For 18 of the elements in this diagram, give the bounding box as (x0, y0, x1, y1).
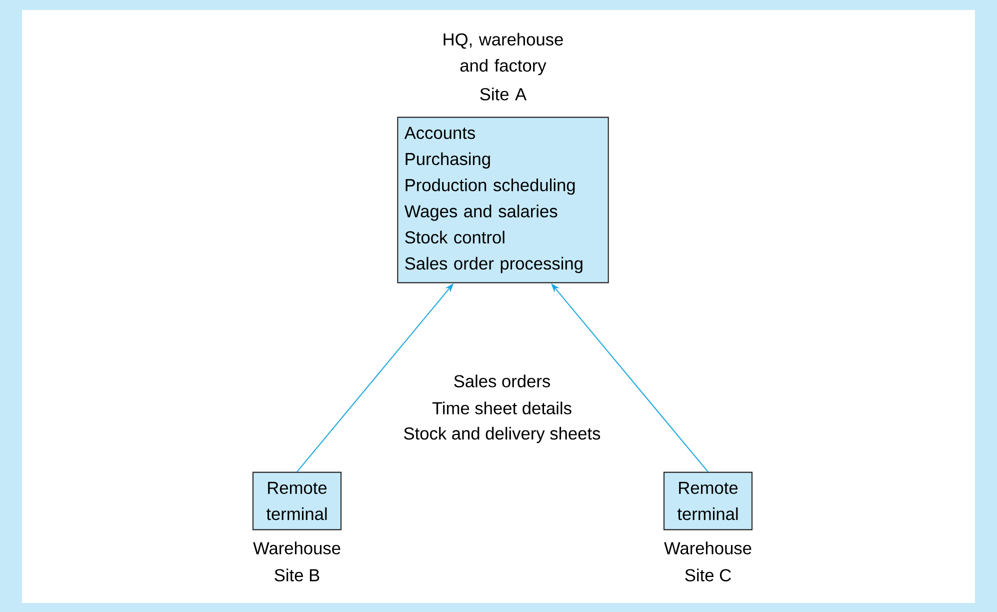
site-label: Warehouse (253, 542, 340, 554)
node-label: Sales order processing (405, 256, 582, 274)
process-box: Accounts Purchasing Production scheduling Wages and salaries Stock control Sales order processing (397, 116, 609, 284)
site-label: Site B (274, 568, 320, 582)
node-label: Production scheduling (406, 178, 575, 195)
node-label: Wages and salaries (404, 204, 558, 221)
flow-note: Time sheet details (432, 402, 572, 414)
site-label: HQ, warehouse and factory (444, 32, 563, 76)
site-label: Warehouse (664, 542, 752, 554)
flow-note: Stock and delivery sheets (404, 426, 600, 444)
node-label: Purchasing (406, 152, 490, 169)
node-label: Stock control (405, 230, 504, 244)
flow-note: Sales orders (454, 374, 550, 388)
node-label: Accounts (404, 126, 476, 140)
site-label: Site C (685, 568, 731, 582)
terminal-box: Remote terminal (252, 472, 342, 530)
terminal-box: Remote terminal (663, 472, 753, 530)
site-label: Site A (480, 88, 527, 100)
